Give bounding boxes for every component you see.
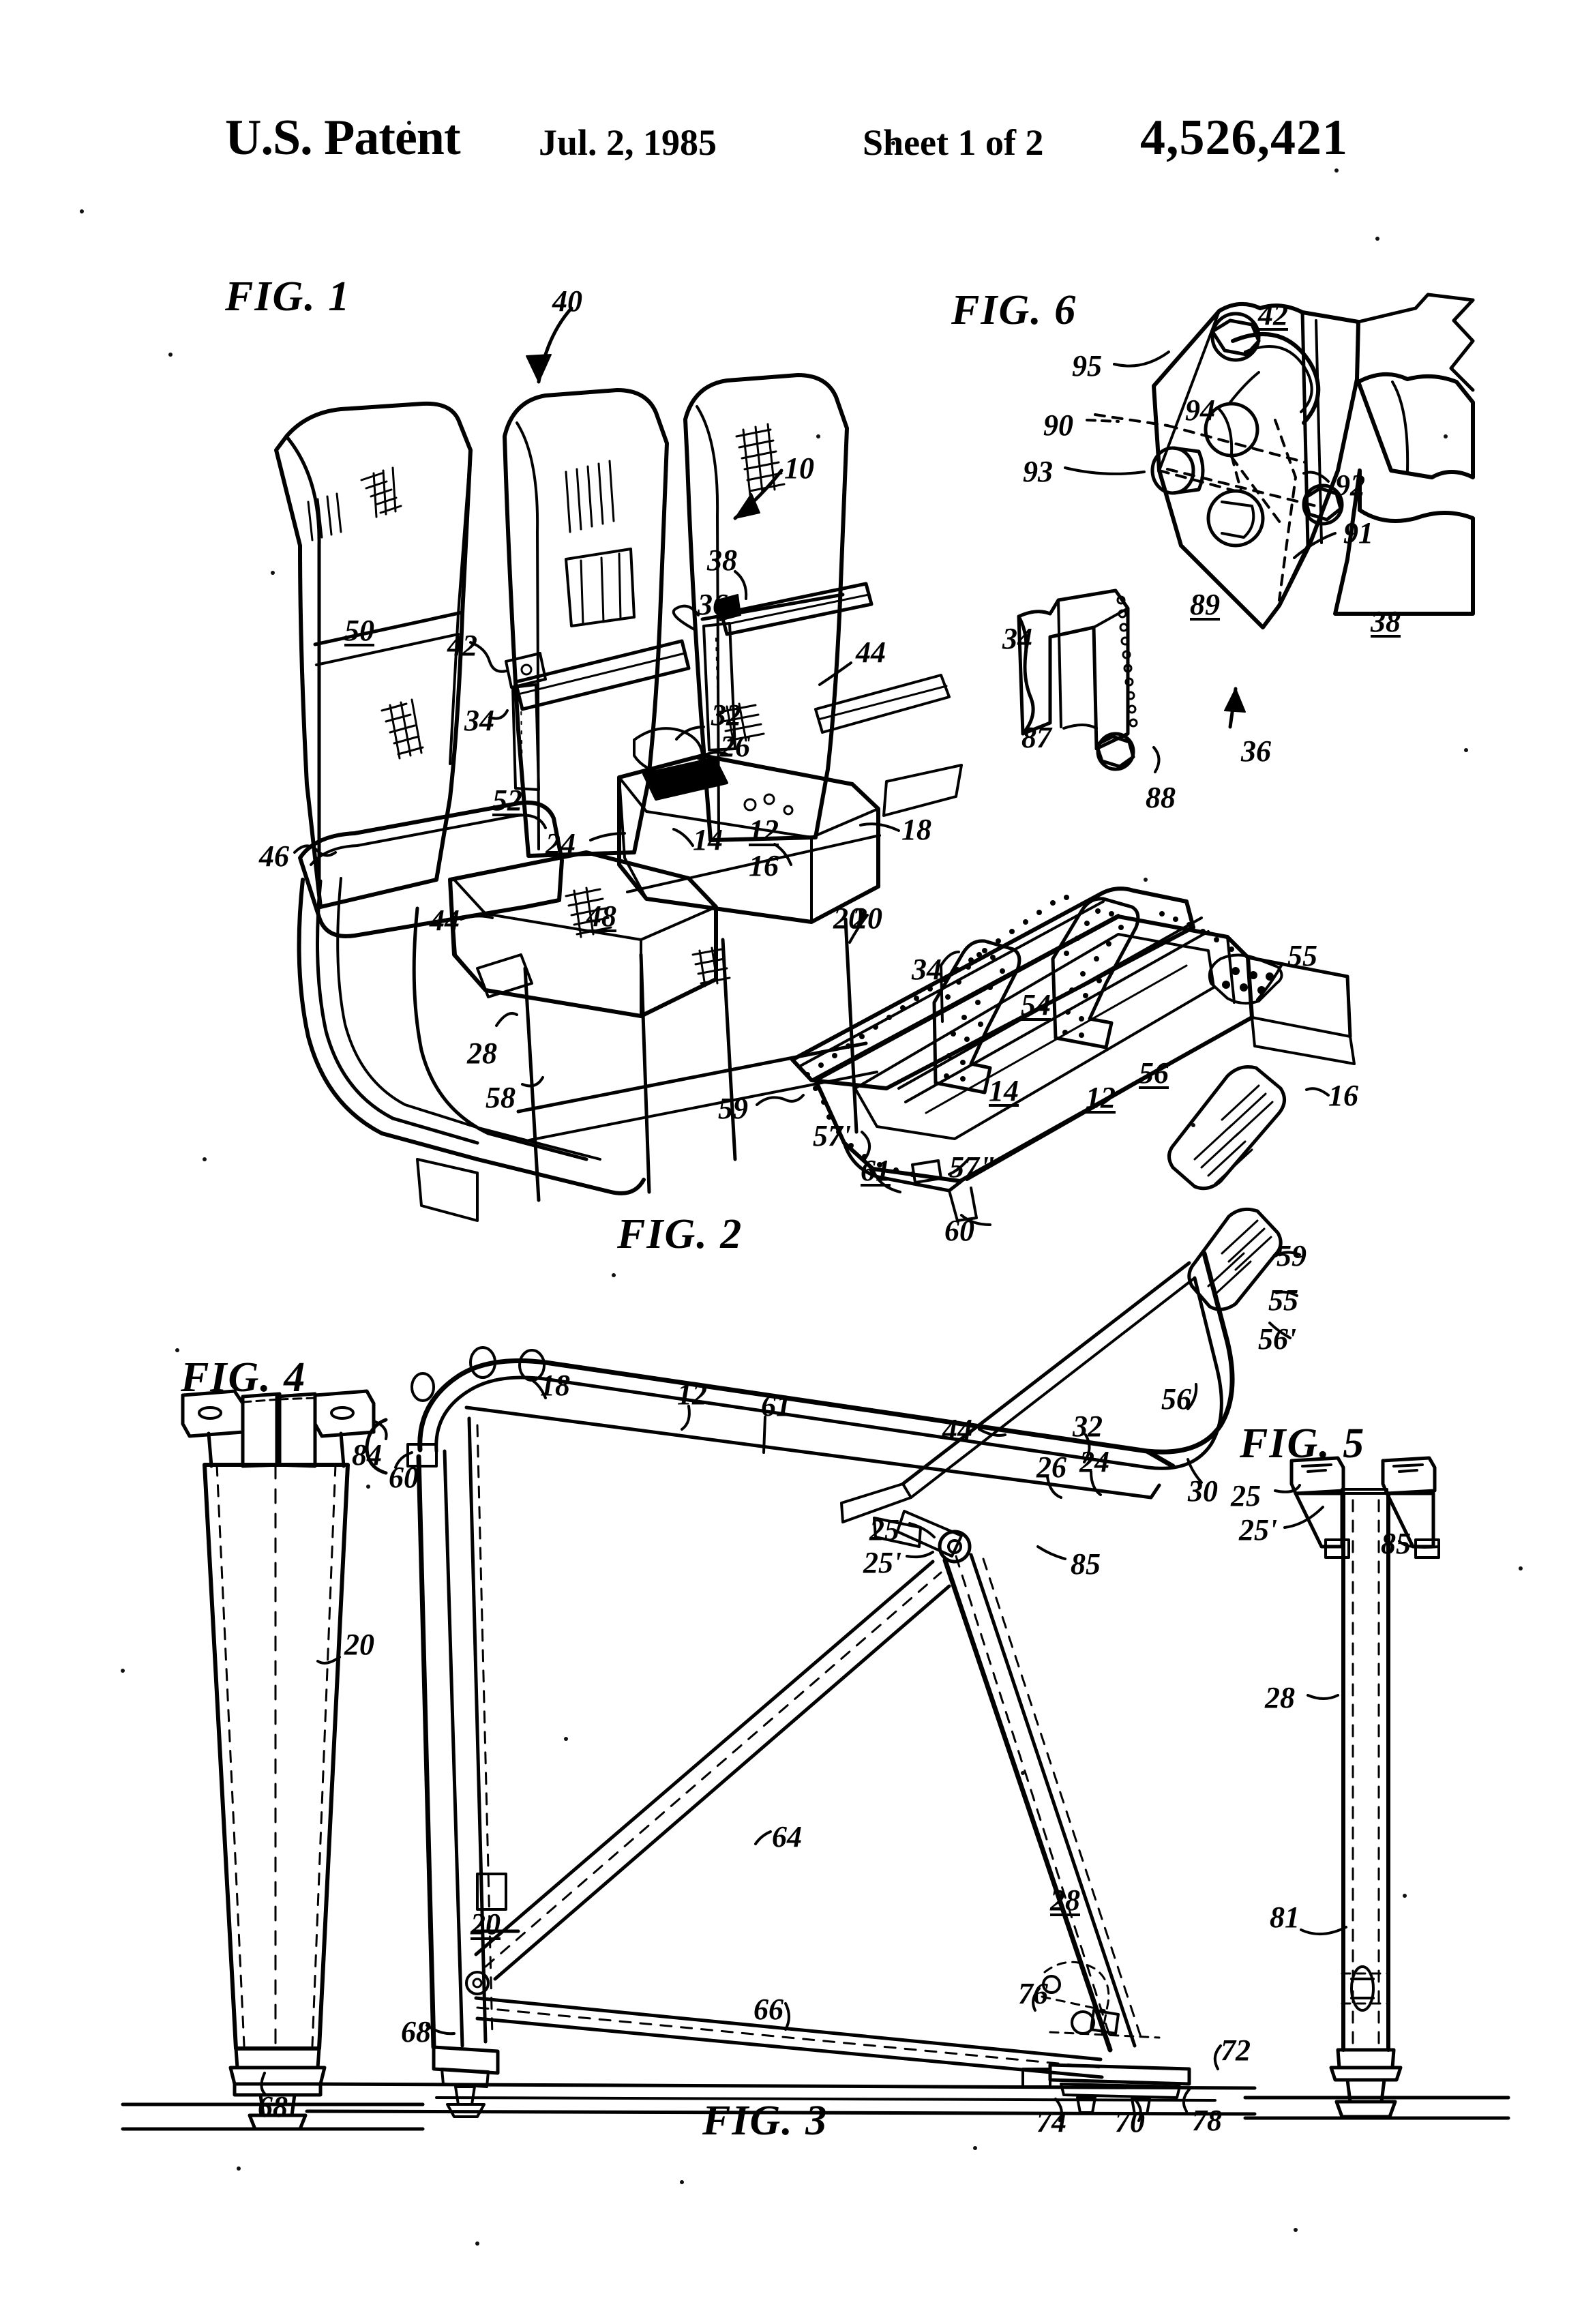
fig2-reference-numeral-55: 55 [1287, 939, 1317, 972]
fig2-reference-numeral-57p: 57" [949, 1150, 996, 1184]
fig2-reference-numeral-57p: 57' [813, 1119, 852, 1152]
fig2-reference-numeral-56: 56 [1139, 1056, 1169, 1090]
patent-issue-date: Jul. 2, 1985 [539, 122, 717, 163]
fig3-reference-numeral-56: 56 [1161, 1382, 1191, 1416]
fig1-reference-numeral-44: 44 [856, 636, 886, 669]
fig2-artwork [756, 887, 1356, 1226]
fig3-reference-numeral-76: 76 [1018, 1977, 1048, 2010]
fig1-reference-numeral-14: 14 [693, 823, 723, 856]
fig6-reference-numeral-90: 90 [1043, 408, 1073, 442]
fig1-reference-numeral-36: 36 [698, 588, 728, 621]
patent-number: 4,526,421 [1140, 110, 1348, 166]
fig4-reference-numeral-20: 20 [344, 1628, 374, 1661]
fig3-reference-numeral-72: 72 [1221, 2034, 1251, 2067]
fig2-reference-numeral-14: 14 [989, 1074, 1019, 1107]
fig1-reference-numeral-38: 38 [707, 543, 737, 577]
fig2-reference-numeral-34: 34 [912, 953, 942, 986]
fig3-reference-numeral-78: 78 [1192, 2104, 1222, 2137]
fig3-reference-numeral-26: 26 [1036, 1450, 1066, 1484]
fig3-reference-numeral-59: 59 [1277, 1239, 1307, 1272]
fig1-reference-numeral-12: 12 [749, 814, 779, 847]
fig3-reference-numeral-61: 61 [761, 1389, 791, 1422]
fig2-reference-numeral-16: 16 [1328, 1079, 1358, 1112]
fig1-reference-numeral-40: 40 [552, 284, 582, 318]
fig6-reference-numeral-89: 89 [1190, 588, 1220, 621]
fig5-reference-numeral-25: 25 [1231, 1479, 1261, 1513]
fig1-artwork [274, 306, 963, 1222]
fig1-caption: FIG. 1 [225, 273, 351, 320]
fig6-reference-numeral-95: 95 [1072, 349, 1102, 383]
fig1-reference-numeral-50: 50 [344, 614, 374, 647]
fig3-reference-numeral-60: 60 [389, 1461, 419, 1494]
fig6-artwork [1017, 293, 1475, 773]
fig1-reference-numeral-46: 46 [259, 839, 289, 873]
fig1-reference-numeral-18: 18 [901, 813, 931, 846]
fig2-caption: FIG. 2 [617, 1211, 743, 1257]
fig6-reference-numeral-88: 88 [1146, 781, 1176, 814]
fig3-reference-numeral-74: 74 [1036, 2105, 1066, 2139]
fig2-reference-numeral-12: 12 [1086, 1081, 1116, 1114]
fig3-reference-numeral-12: 12 [677, 1377, 707, 1411]
fig3-reference-numeral-70: 70 [1115, 2105, 1145, 2139]
fig1-reference-numeral-20: 20 [852, 902, 882, 935]
fig1-reference-numeral-48: 48 [586, 899, 616, 933]
fig6-reference-numeral-87: 87 [1021, 721, 1051, 754]
fig5-reference-numeral-85: 85 [1381, 1527, 1411, 1560]
fig6-reference-numeral-91: 91 [1343, 516, 1373, 550]
fig6-caption: FIG. 6 [951, 287, 1077, 333]
fig6-reference-numeral-42: 42 [1258, 298, 1288, 331]
fig3-reference-numeral-64: 64 [772, 1820, 802, 1853]
fig4-artwork [121, 1389, 425, 2131]
fig3-reference-numeral-32: 32 [1073, 1410, 1103, 1443]
fig1-reference-numeral-28: 28 [467, 1037, 497, 1070]
fig5-reference-numeral-25p: 25' [1239, 1513, 1278, 1547]
patent-office-label: U.S. Patent [225, 110, 461, 166]
fig5-artwork [1243, 1456, 1510, 2120]
fig3-reference-numeral-18: 18 [540, 1369, 570, 1402]
fig1-reference-numeral-26: 26 [720, 730, 750, 763]
fig3-reference-numeral-85: 85 [1071, 1547, 1101, 1581]
fig4-reference-numeral-84: 84 [352, 1438, 382, 1472]
fig1-reference-numeral-42: 42 [447, 629, 477, 662]
fig6-reference-numeral-92: 92 [1335, 468, 1365, 502]
fig3-reference-numeral-25: 25 [869, 1513, 899, 1547]
fig3-reference-numeral-44: 44 [942, 1413, 972, 1446]
fig1-reference-numeral-32: 32 [711, 698, 741, 732]
fig1-reference-numeral-16: 16 [749, 849, 779, 882]
fig6-reference-numeral-38: 38 [1371, 605, 1401, 638]
fig6-reference-numeral-93: 93 [1023, 455, 1053, 488]
fig3-caption: FIG. 3 [702, 2098, 829, 2144]
fig4-reference-numeral-68: 68 [258, 2090, 288, 2124]
fig3-reference-numeral-25p: 25' [863, 1546, 902, 1579]
fig2-reference-numeral-59: 59 [718, 1092, 748, 1125]
fig6-reference-numeral-36: 36 [1241, 734, 1271, 768]
fig1-reference-numeral-10: 10 [784, 451, 814, 485]
fig6-reference-numeral-34: 34 [1002, 622, 1032, 655]
fig3-reference-numeral-24: 24 [1079, 1445, 1109, 1478]
fig1-reference-numeral-52: 52 [492, 784, 522, 817]
fig3-reference-numeral-55: 55 [1268, 1283, 1298, 1317]
fig2-reference-numeral-54: 54 [1021, 988, 1051, 1022]
fig2-reference-numeral-20: 20 [833, 902, 863, 935]
fig5-reference-numeral-81: 81 [1270, 1901, 1300, 1934]
fig3-reference-numeral-20: 20 [471, 1907, 501, 1941]
fig2-reference-numeral-61: 61 [861, 1154, 891, 1187]
fig1-reference-numeral-58: 58 [486, 1081, 516, 1114]
fig3-artwork [305, 1207, 1301, 2122]
fig3-reference-numeral-30: 30 [1188, 1474, 1218, 1508]
fig3-reference-numeral-66: 66 [753, 1993, 783, 2026]
fig3-reference-numeral-68: 68 [401, 2015, 431, 2049]
fig1-reference-numeral-44: 44 [430, 904, 460, 937]
fig6-reference-numeral-94: 94 [1185, 393, 1215, 427]
fig1-reference-numeral-24: 24 [546, 827, 576, 861]
fig3-reference-numeral-56p: 56' [1258, 1322, 1297, 1356]
patent-header: U.S. Patent Jul. 2, 1985 Sheet 1 of 2 4,… [0, 109, 1582, 191]
fig2-reference-numeral-60: 60 [944, 1214, 974, 1247]
fig1-reference-numeral-34: 34 [464, 704, 494, 737]
fig3-reference-numeral-28: 28 [1050, 1883, 1080, 1917]
fig5-reference-numeral-28: 28 [1265, 1681, 1295, 1714]
fig4-caption: FIG. 4 [181, 1354, 307, 1401]
fig5-caption: FIG. 5 [1240, 1420, 1366, 1467]
